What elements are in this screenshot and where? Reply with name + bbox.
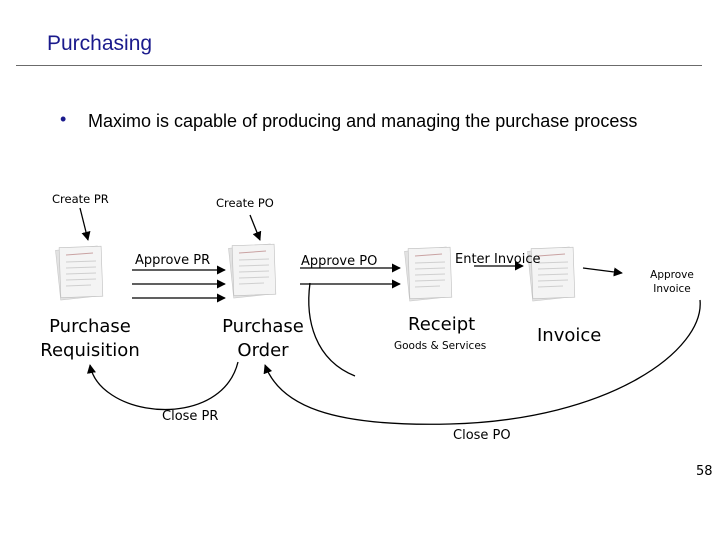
bullet-marker: • [60, 109, 67, 129]
invoice-label: Invoice [537, 325, 602, 346]
receipt-sub-label: Goods & Services [394, 340, 487, 352]
purchase-order-label: Purchase Order [222, 316, 304, 361]
page-number: 58 [696, 464, 713, 479]
receipt-label: Receipt [408, 314, 476, 335]
bullet-text: Maximo is capable of producing and manag… [88, 111, 638, 131]
approve-invoice-label: Approve Invoice [650, 269, 694, 295]
title-divider [16, 65, 702, 66]
close-pr-label: Close PR [162, 409, 219, 424]
close-po-label: Close PO [453, 428, 511, 443]
enter-invoice-label: Enter Invoice [455, 252, 541, 267]
create-po-arrow [249, 214, 262, 241]
create-pr-label: Create PR [52, 192, 109, 206]
po-document-icon [228, 243, 277, 299]
close-po-arrow [263, 299, 701, 425]
purchase-requisition-label: Purchase Requisition [40, 316, 140, 361]
approve-invoice-arrow [582, 267, 623, 277]
close-pr-arrow [86, 361, 239, 411]
create-po-label: Create PO [216, 196, 274, 210]
pr-document-icon [55, 245, 104, 301]
receipt-document-icon [404, 246, 453, 302]
slide-title: Purchasing [47, 32, 153, 55]
approve-pr-label: Approve PR [135, 253, 211, 268]
approve-po-curve [308, 282, 356, 377]
create-pr-arrow [79, 207, 91, 241]
approve-po-label: Approve PO [301, 254, 378, 269]
